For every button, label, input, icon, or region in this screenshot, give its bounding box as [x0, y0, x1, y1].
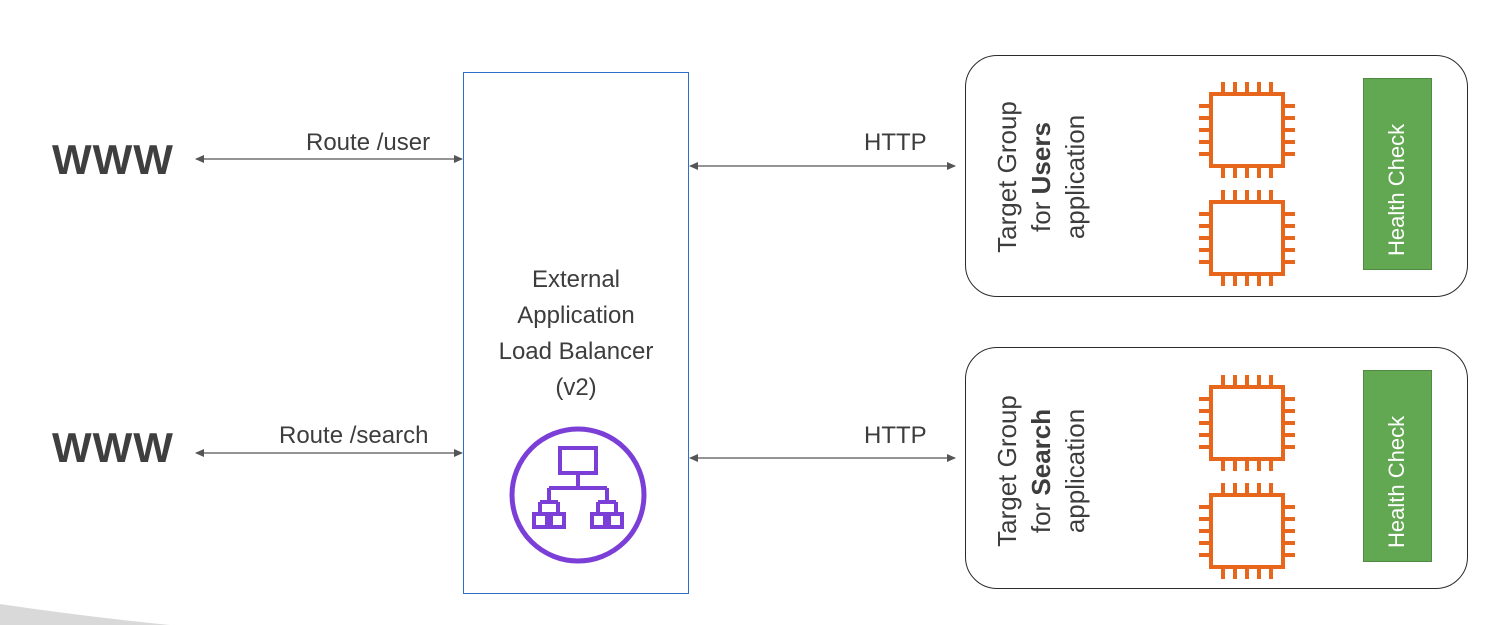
tg-search-line1: Target Group — [992, 395, 1022, 547]
health-check-search-label: Health Check — [1384, 415, 1409, 548]
ec2-instances-search — [1199, 375, 1295, 579]
health-check-search: Health Check — [1363, 370, 1432, 562]
route-search-label: Route /search — [279, 422, 429, 449]
tg-users-line1: Target Group — [992, 101, 1022, 253]
alb-label-line4: (v2) — [555, 374, 597, 401]
tg-users-name: Users — [1026, 122, 1056, 195]
tg-search-name: Search — [1026, 408, 1056, 496]
health-check-users: Health Check — [1363, 78, 1432, 270]
http-label-users: HTTP — [864, 129, 927, 156]
health-check-users-label: Health Check — [1384, 123, 1409, 256]
alb-label-line1: External — [531, 266, 621, 293]
target-group-users-label: Target Group for Users application — [990, 82, 1092, 272]
tg-users-line3: application — [1060, 114, 1090, 240]
route-user-label: Route /user — [306, 129, 431, 156]
www-client-1: WWW — [52, 136, 174, 183]
ec2-instances-users — [1199, 82, 1295, 286]
target-group-search-label: Target Group for Search application — [990, 376, 1092, 566]
alb-label: External Application Load Balancer (v2) — [463, 262, 689, 406]
alb-label-line3: Load Balancer — [498, 338, 654, 365]
load-balancer-icon — [509, 426, 647, 564]
decorative-swoosh — [0, 604, 170, 625]
tg-users-line2: for Users — [1026, 122, 1056, 232]
alb-label-line2: Application — [517, 302, 635, 329]
alb-container — [463, 72, 689, 594]
tg-search-line2: for Search — [1026, 408, 1056, 534]
http-label-search: HTTP — [864, 422, 927, 449]
www-client-2: WWW — [52, 424, 174, 471]
tg-search-line3: application — [1060, 408, 1090, 534]
